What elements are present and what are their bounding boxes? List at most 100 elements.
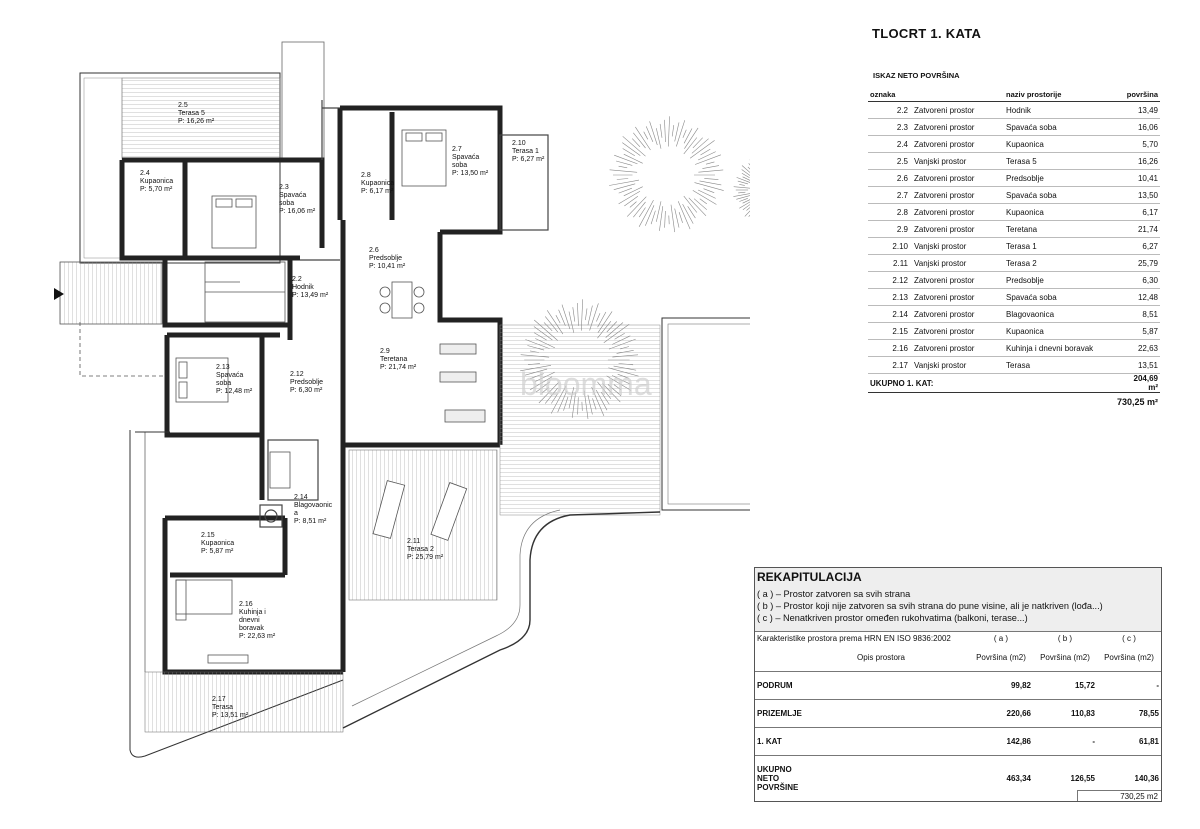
- area-table-header: oznaka naziv prostorije površina: [868, 88, 1160, 102]
- recap-total-name: UKUPNO NETO POVRŠINE: [757, 764, 799, 792]
- tree-stroke: [650, 210, 656, 225]
- area-value: 8,51: [1122, 305, 1160, 323]
- tree-stroke: [613, 183, 636, 190]
- area-code: 2.6: [868, 169, 912, 187]
- tree-stroke: [603, 324, 630, 343]
- tree-stroke: [595, 389, 608, 411]
- tree-stroke: [597, 321, 612, 339]
- tree-stroke: [529, 376, 553, 391]
- tree-stroke: [605, 322, 624, 338]
- tree-stroke: [535, 338, 556, 349]
- recap-row-c: -: [1097, 671, 1161, 700]
- tree-stroke: [608, 338, 636, 350]
- area-name: Kupaonica: [1004, 203, 1122, 221]
- tree-stroke: [587, 394, 593, 415]
- tree-stroke: [702, 165, 720, 169]
- tree-stroke: [697, 151, 716, 161]
- area-value: 6,30: [1122, 271, 1160, 289]
- tree-stroke: [664, 210, 666, 228]
- area-name: Predsoblje: [1004, 169, 1122, 187]
- tree-stroke: [561, 304, 571, 330]
- tree-stroke: [649, 121, 658, 146]
- tree-stroke: [656, 128, 662, 149]
- tree-stroke: [689, 140, 715, 159]
- area-code: 2.7: [868, 186, 912, 204]
- tree-stroke: [609, 179, 640, 186]
- area-name: Spavaća soba: [1004, 118, 1122, 136]
- area-name: Blagovaonica: [1004, 305, 1122, 323]
- tree-stroke: [596, 313, 601, 322]
- legend-a: ( a ) – Prostor zatvoren sa svih strana: [757, 589, 911, 599]
- tree-stroke: [741, 172, 750, 179]
- tree-stroke: [643, 131, 649, 140]
- tree-stroke: [645, 126, 654, 143]
- pool-deck: [342, 317, 750, 729]
- tree-stroke: [611, 375, 631, 385]
- area-value: 5,70: [1122, 135, 1160, 153]
- tree-stroke: [602, 383, 621, 403]
- area-code: 2.4: [868, 135, 912, 153]
- tree-stroke: [668, 116, 670, 147]
- area-code: 2.14: [868, 305, 912, 323]
- tree-stroke: [697, 189, 716, 199]
- tree-stroke: [618, 190, 641, 205]
- recap-total-a: 463,34: [1006, 773, 1031, 783]
- tree-stroke: [746, 207, 750, 211]
- area-total-row: UKUPNO 1. KAT: 204,69 m²: [868, 373, 1160, 393]
- tree-stroke: [544, 387, 559, 404]
- tree-stroke: [568, 387, 575, 409]
- area-name: Terasa 1: [1004, 237, 1122, 255]
- watermark: bloomma: [520, 366, 652, 402]
- tree-stroke: [616, 160, 633, 166]
- tree-stroke: [742, 176, 750, 181]
- area-value: 5,87: [1122, 322, 1160, 340]
- tree-stroke: [664, 119, 666, 143]
- tree-stroke: [748, 163, 750, 166]
- tree-stroke: [733, 193, 750, 197]
- area-value: 12,48: [1122, 288, 1160, 306]
- tree-stroke: [674, 122, 680, 142]
- tree-stroke: [691, 138, 709, 154]
- area-code: 2.9: [868, 220, 912, 238]
- recap-header: REKAPITULACIJA ( a ) – Prostor zatvoren …: [755, 568, 1161, 632]
- area-name: Kupaonica: [1004, 135, 1122, 153]
- tree-stroke: [608, 367, 639, 377]
- tree-stroke: [683, 195, 698, 213]
- tree-stroke: [683, 137, 698, 155]
- tree-stroke: [529, 373, 544, 379]
- area-table-title: ISKAZ NETO POVRŠINA: [873, 71, 960, 80]
- area-code: 2.12: [868, 271, 912, 289]
- staircase: [59, 261, 286, 325]
- tree-stroke: [568, 311, 575, 333]
- tree-stroke: [633, 201, 646, 218]
- area-code: 2.2: [868, 101, 912, 119]
- tree-stroke: [622, 148, 635, 157]
- tree-stroke: [577, 397, 579, 415]
- tree-stroke: [703, 188, 715, 193]
- recap-total-b: 126,55: [1070, 773, 1095, 783]
- area-value: 16,06: [1122, 118, 1160, 136]
- tree-stroke: [741, 169, 750, 176]
- area-code: 2.8: [868, 203, 912, 221]
- tree-stroke: [633, 132, 646, 149]
- terrace-bottom-area: [129, 430, 344, 758]
- tree-stroke: [563, 396, 569, 411]
- recap-total-row: UKUPNO NETO POVRŠINE 463,34 126,55 140,3…: [755, 755, 1161, 801]
- entrance-arrow-icon: [54, 288, 64, 300]
- tree-stroke: [635, 126, 651, 151]
- recap-standard: Karakteristike prostora prema HRN EN ISO…: [757, 633, 951, 643]
